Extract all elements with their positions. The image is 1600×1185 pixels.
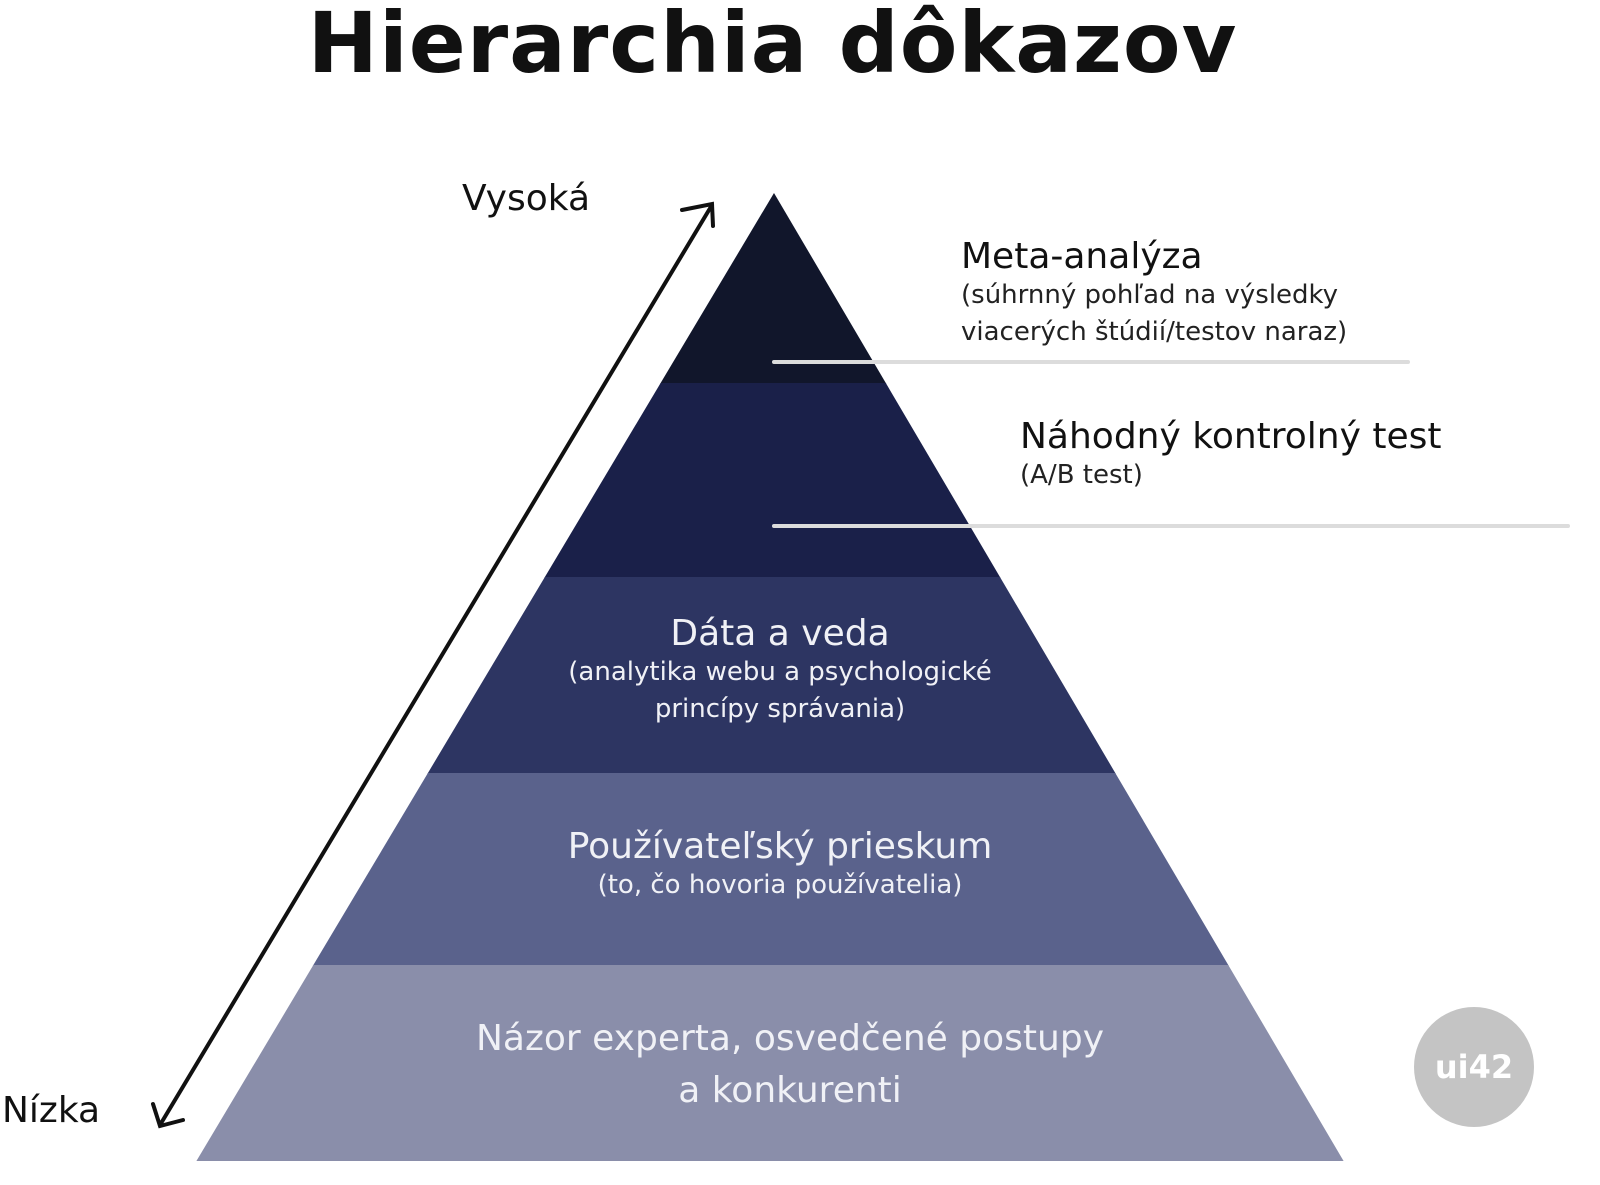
page-title: Hierarchia dôkazov [307,0,1238,92]
level-subtitle: princípy správania) [654,694,906,724]
level-title: Dáta a veda [670,613,890,654]
level-subtitle: (A/B test) [1020,460,1143,490]
level-subtitle: viacerých štúdií/testov naraz) [961,317,1348,347]
axis-low-label: Nízka [2,1090,101,1131]
level-title: Používateľský prieskum [567,826,993,867]
level-subtitle: (analytika webu a psychologické [568,657,992,687]
level-subtitle: (to, čo hovoria používatelia) [597,870,963,900]
pyramid-level-expert-opinion [196,965,1344,1161]
level-title: a konkurenti [678,1070,902,1111]
level-subtitle: (súhrnný pohľad na výsledky [961,280,1339,310]
double-arrow-icon [151,201,715,1129]
level-title: Náhodný kontrolný test [1020,416,1442,457]
pyramid-level-meta-analysis [660,193,887,384]
level-data-science-label: Dáta a veda (analytika webu a psychologi… [480,613,1080,728]
level-expert-opinion-label: Názor experta, osvedčené postupy a konku… [390,1013,1190,1117]
level-title: Meta-analýza [961,236,1203,277]
pyramid-level-rct [544,383,1001,578]
level-user-research-label: Používateľský prieskum (to, čo hovoria p… [430,826,1130,904]
pyramid-level-user-research [312,773,1229,966]
axis-high-label: Vysoká [462,178,591,219]
level-rct-label: Náhodný kontrolný test (A/B test) [1020,416,1442,494]
ui42-logo: ui42 [1414,1007,1534,1127]
pyramid-level-data-science [427,577,1116,774]
level-title: Názor experta, osvedčené postupy [476,1018,1104,1059]
level-meta-analysis-label: Meta-analýza (súhrnný pohľad na výsledky… [961,236,1347,351]
